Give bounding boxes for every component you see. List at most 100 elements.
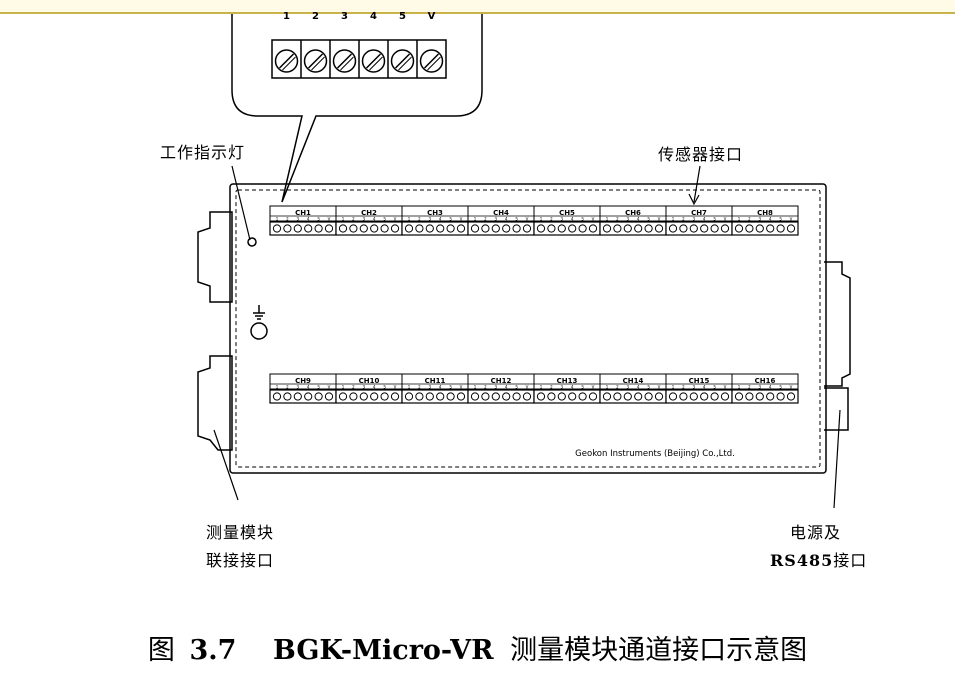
socket-hole-icon: [578, 392, 587, 401]
terminal-number: 3: [341, 11, 348, 22]
socket-hole-icon: [293, 392, 302, 401]
pin-label: 1: [606, 385, 609, 390]
terminal-screw-icon: [390, 49, 415, 73]
left-connector-lower: [197, 355, 233, 451]
socket-hole-icon: [547, 392, 556, 401]
socket-hole-icon: [755, 224, 764, 233]
pin-label: 3: [627, 385, 630, 390]
status-led-icon: [247, 237, 257, 247]
channel-label: CH9: [295, 377, 311, 385]
pin-label: 4: [505, 385, 508, 390]
socket-hole-icon: [557, 392, 566, 401]
figure-caption: 图 3.7 BGK-Micro-VR 测量模块通道接口示意图: [0, 628, 955, 667]
terminal-number: 1: [283, 11, 290, 22]
pin-label: 3: [429, 385, 432, 390]
pin-label: 1: [474, 217, 477, 222]
rs485-text: RS485: [770, 551, 834, 570]
pin-label: 4: [637, 217, 640, 222]
left-connector-upper: [197, 211, 233, 303]
socket-hole-icon: [283, 392, 292, 401]
pin-label: 4: [637, 385, 640, 390]
pin-label: 4: [703, 217, 706, 222]
sensor-interface-label: 传感器接口: [658, 145, 744, 164]
channel-label: CH12: [491, 377, 512, 385]
channel-label: CH4: [493, 209, 509, 217]
pin-label: 5: [713, 385, 716, 390]
pin-label: 4: [571, 385, 574, 390]
socket-hole-icon: [623, 392, 632, 401]
pin-label: 5: [713, 217, 716, 222]
socket-hole-icon: [588, 392, 598, 401]
pin-label: 4: [769, 385, 772, 390]
pin-label: 2: [484, 217, 487, 222]
pin-label: 2: [682, 217, 685, 222]
socket-hole-icon: [512, 392, 521, 401]
socket-hole-icon: [654, 224, 664, 233]
socket-hole-icon: [404, 224, 414, 233]
socket-hole-icon: [689, 224, 698, 233]
socket-hole-icon: [370, 224, 379, 233]
channel-label: CH16: [755, 377, 776, 385]
pin-label: 5: [383, 217, 386, 222]
socket-hole-icon: [776, 392, 785, 401]
channel-label: CH8: [757, 209, 773, 217]
socket-hole-icon: [446, 392, 455, 401]
channel-label: CH6: [625, 209, 641, 217]
caption-number: 3.7: [189, 635, 237, 666]
pin-label: V: [658, 217, 661, 222]
socket-hole-icon: [700, 392, 709, 401]
socket-hole-icon: [491, 392, 500, 401]
pin-label: 2: [418, 385, 421, 390]
channel-label: CH5: [559, 209, 575, 217]
link-leader: [213, 429, 239, 501]
ground-icon: [250, 305, 268, 340]
socket-hole-icon: [456, 224, 466, 233]
pin-label: 4: [307, 217, 310, 222]
socket-hole-icon: [304, 392, 313, 401]
screw-slot: [427, 56, 441, 71]
channel-label: CH1: [295, 209, 311, 217]
channel-label: CH11: [425, 377, 446, 385]
socket-hole-icon: [602, 224, 612, 233]
socket-hole-icon: [481, 392, 490, 401]
socket-hole-icon: [491, 224, 500, 233]
pin-label: 2: [550, 385, 553, 390]
pin-label: 2: [286, 385, 289, 390]
socket-hole-icon: [679, 224, 688, 233]
caption-title: 测量模块通道接口示意图: [510, 635, 808, 666]
socket-hole-icon: [338, 224, 348, 233]
terminal-screw-icon: [274, 49, 299, 73]
pin-label: 4: [439, 385, 442, 390]
socket-hole-icon: [786, 224, 796, 233]
socket-hole-icon: [668, 392, 678, 401]
pin-label: V: [724, 385, 727, 390]
pin-label: 3: [363, 385, 366, 390]
socket-hole-icon: [745, 224, 754, 233]
pin-label: 5: [779, 217, 782, 222]
socket-hole-icon: [710, 392, 719, 401]
socket-hole-icon: [272, 224, 282, 233]
socket-hole-icon: [522, 392, 532, 401]
channel-header: [731, 205, 799, 222]
pin-label: 3: [495, 217, 498, 222]
callout-bubble: [231, 14, 483, 203]
screw-slot: [340, 56, 354, 71]
socket-hole-icon: [512, 224, 521, 233]
socket-hole-icon: [380, 392, 389, 401]
pin-label: 2: [682, 385, 685, 390]
socket-hole-icon: [602, 392, 612, 401]
socket-hole-icon: [436, 224, 445, 233]
right-connector-upper: [824, 261, 851, 387]
socket-hole-icon: [359, 392, 368, 401]
power-interface-label-line2: RS485接口: [770, 550, 867, 572]
socket-hole-icon: [470, 392, 480, 401]
pin-label: 3: [759, 385, 762, 390]
socket-hole-icon: [734, 392, 744, 401]
pin-label: 1: [276, 385, 279, 390]
right-connector-lower: [824, 387, 849, 431]
socket-hole-icon: [536, 392, 546, 401]
socket-hole-icon: [456, 392, 466, 401]
pin-label: 3: [297, 385, 300, 390]
socket-hole-icon: [613, 392, 622, 401]
pin-label: V: [460, 385, 463, 390]
